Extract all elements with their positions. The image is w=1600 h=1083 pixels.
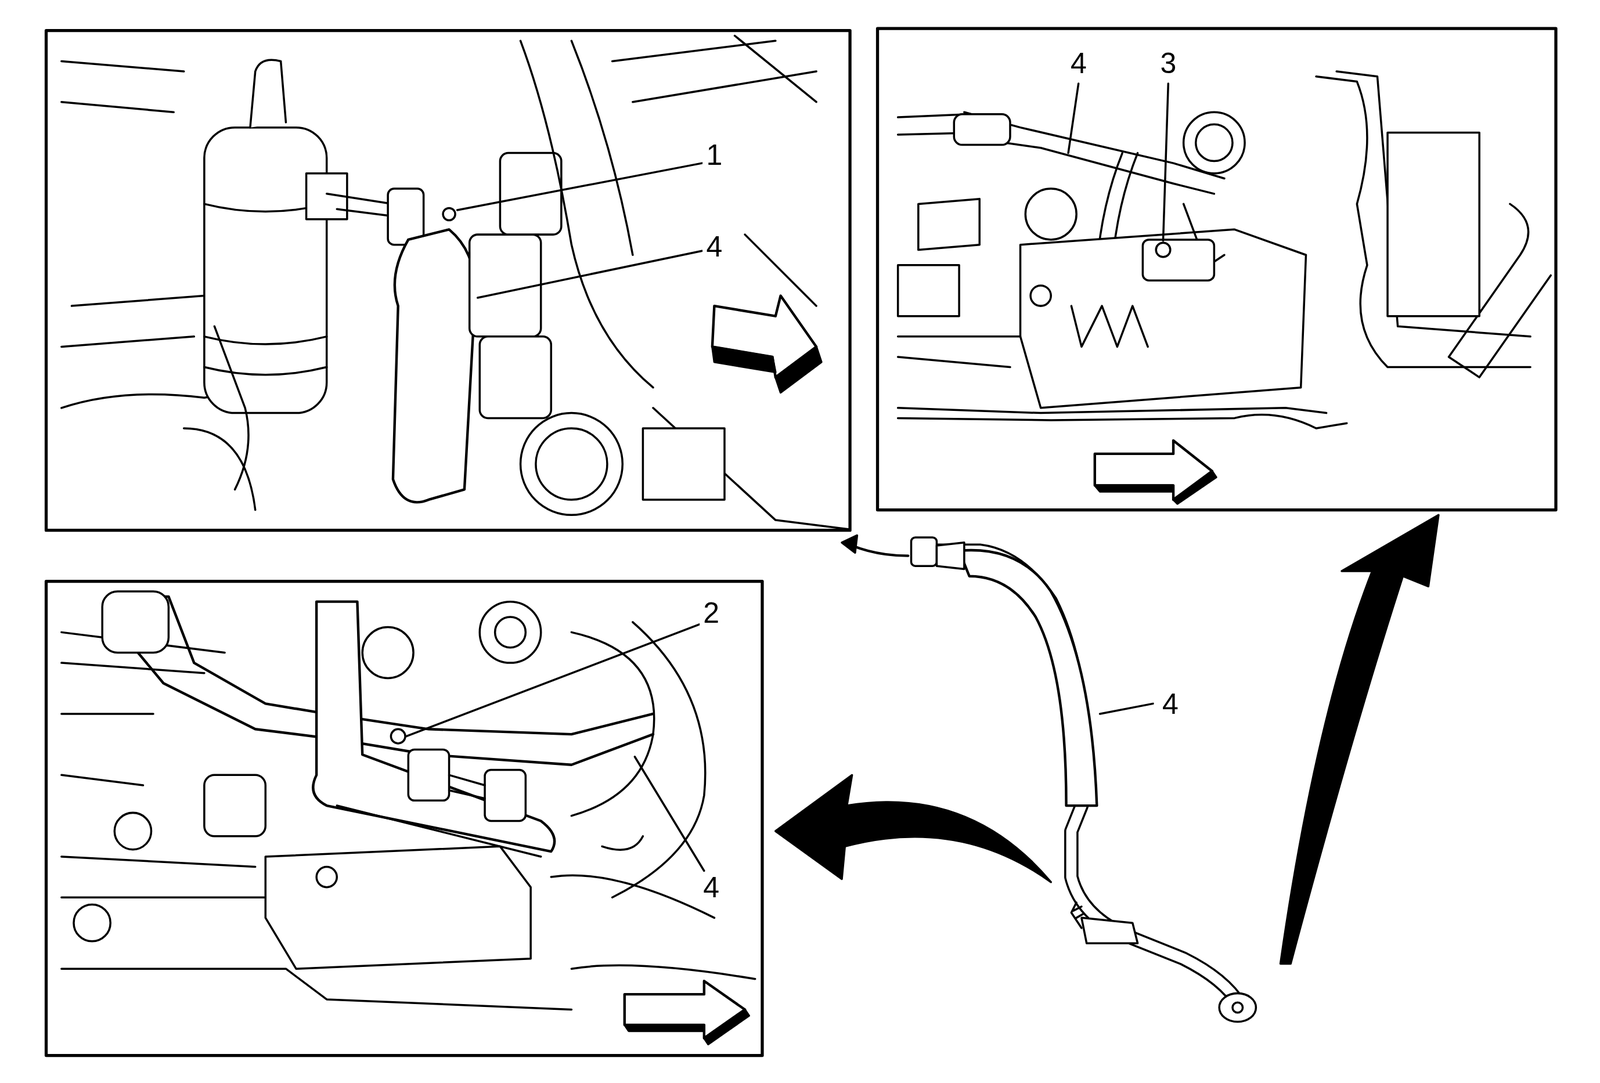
callout-number: 4 — [1067, 47, 1091, 79]
callout-number: 4 — [699, 871, 723, 904]
hose-assembly — [841, 535, 1256, 1022]
callout-number: 4 — [1158, 688, 1183, 720]
leader-lines — [406, 83, 1169, 871]
detail-view-manifold — [61, 591, 756, 1045]
callout-number: 3 — [1157, 47, 1181, 79]
callout-number: 1 — [702, 139, 726, 171]
callout-number: 4 — [702, 231, 726, 263]
detail-view-compressor — [898, 71, 1552, 504]
pointer-arrow — [775, 775, 1051, 882]
callout-number: 2 — [699, 597, 723, 629]
pointer-arrow — [1280, 514, 1439, 964]
detail-view-dryer — [61, 35, 850, 531]
